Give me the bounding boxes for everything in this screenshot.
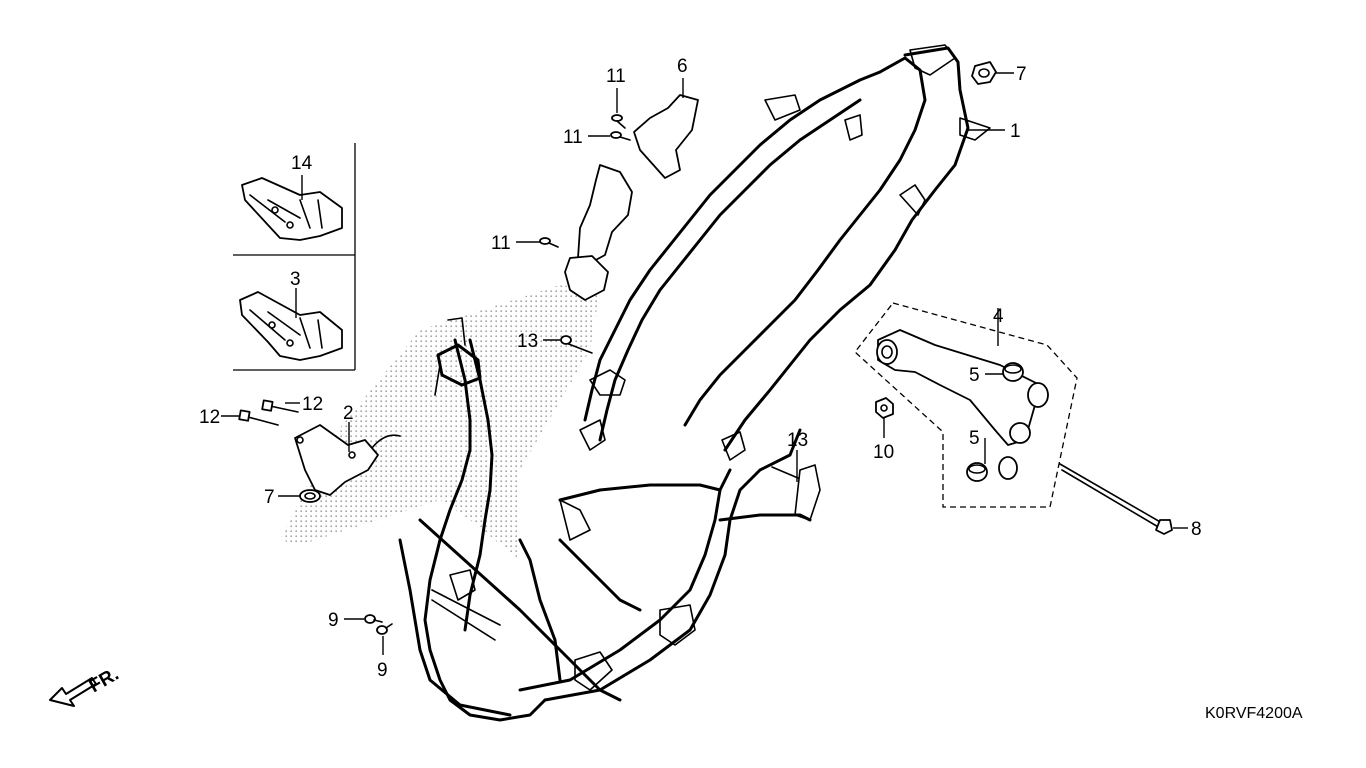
screw-9-b (376, 623, 393, 635)
callout-7-left: 7 (264, 487, 275, 508)
bracket-3 (239, 291, 343, 361)
callout-7-right: 7 (1016, 64, 1027, 85)
bolt-11-c (539, 237, 559, 248)
bushing-5-upper (1002, 362, 1024, 382)
nut-10 (875, 397, 894, 419)
drawing-code: K0RVF4200A (1205, 705, 1303, 722)
callout-12-lower: 12 (199, 407, 220, 428)
engine-hanger-4 (854, 302, 1078, 508)
screw-9-a (364, 614, 383, 624)
callout-3: 3 (290, 269, 301, 290)
bolt-12-upper (261, 399, 299, 413)
callouts: 1 2 3 4 5 5 6 7 7 8 9 9 10 11 11 11 12 1… (199, 56, 1202, 681)
callout-13-left: 13 (517, 331, 538, 352)
callout-1: 1 (1010, 121, 1021, 142)
callout-13-right: 13 (787, 430, 808, 451)
bolt-11-b (610, 131, 631, 141)
callout-9-b: 9 (377, 660, 388, 681)
callout-6: 6 (677, 56, 688, 77)
main-frame (398, 44, 991, 722)
direction-label: FR. (86, 664, 123, 697)
callout-11-c: 11 (491, 233, 511, 254)
bolt-12-lower (238, 409, 279, 426)
front-direction-arrow: FR. (49, 664, 123, 707)
callout-5-lower: 5 (969, 428, 980, 449)
grommet-7-right (971, 61, 997, 85)
callout-9-a: 9 (328, 610, 339, 631)
bolt-13-left (560, 335, 593, 354)
grommet-7-left (299, 489, 321, 503)
callout-10: 10 (873, 442, 894, 463)
leader-lines (221, 72, 1188, 655)
bracket-2 (294, 424, 401, 496)
bolt-8 (1059, 463, 1173, 535)
bracket-6 (564, 94, 699, 301)
bolt-13-right (771, 466, 799, 479)
shaded-area (280, 285, 600, 560)
callout-11-b: 11 (563, 127, 583, 148)
callout-14: 14 (291, 153, 313, 174)
callout-11-a: 11 (606, 66, 626, 87)
callout-2: 2 (343, 403, 354, 424)
inset-box (233, 143, 356, 371)
callout-5-upper: 5 (969, 365, 980, 386)
bushing-5-lower (966, 462, 988, 482)
callout-8: 8 (1191, 519, 1202, 540)
bolt-11-a (611, 114, 626, 129)
bracket-14 (241, 177, 343, 241)
callout-4: 4 (993, 306, 1004, 327)
callout-12-upper: 12 (302, 394, 323, 415)
